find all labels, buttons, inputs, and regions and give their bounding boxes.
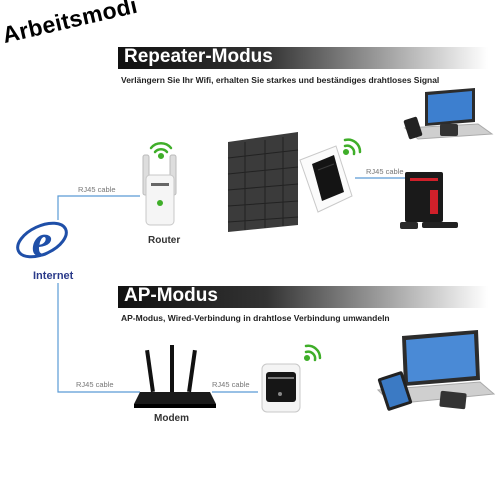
wifi-icon-router [149,142,173,160]
repeater-device [299,145,353,213]
cable-lines [57,177,405,393]
cable-label-modem-ap: RJ45 cable [212,380,250,389]
ap-device [261,363,301,413]
repeater-mode-title: Repeater-Modus [124,46,273,67]
ap-mode-banner: AP-Modus [118,285,488,308]
cable-label-repeater-pc: RJ45 cable [366,167,404,176]
router-device [142,154,177,226]
ap-mode-title: AP-Modus [124,285,218,306]
cable-label-internet-modem: RJ45 cable [76,380,114,389]
repeater-mode-subtitle: Verlängern Sie Ihr Wifi, erhalten Sie st… [121,75,440,85]
cable-label-internet-router: RJ45 cable [78,185,116,194]
laptop-devices-bottom [376,330,496,411]
repeater-mode-banner: Repeater-Modus [118,46,488,69]
brick-wall [227,132,299,232]
wifi-icon-repeater [342,138,362,156]
wifi-icon-ap [303,344,322,362]
cable-internet-modem [57,283,140,393]
internet-icon: e [16,215,68,266]
router-label: Router [148,235,181,246]
desktop-pc [400,172,458,229]
modem-device [134,345,216,408]
internet-label: Internet [33,270,74,282]
cable-internet-router [57,195,140,220]
svg-text:e: e [32,215,52,266]
ap-mode-subtitle: AP-Modus, Wired-Verbindung in drahtlose … [121,313,390,323]
modem-label: Modem [154,413,189,424]
laptop-devices-top [403,88,494,140]
